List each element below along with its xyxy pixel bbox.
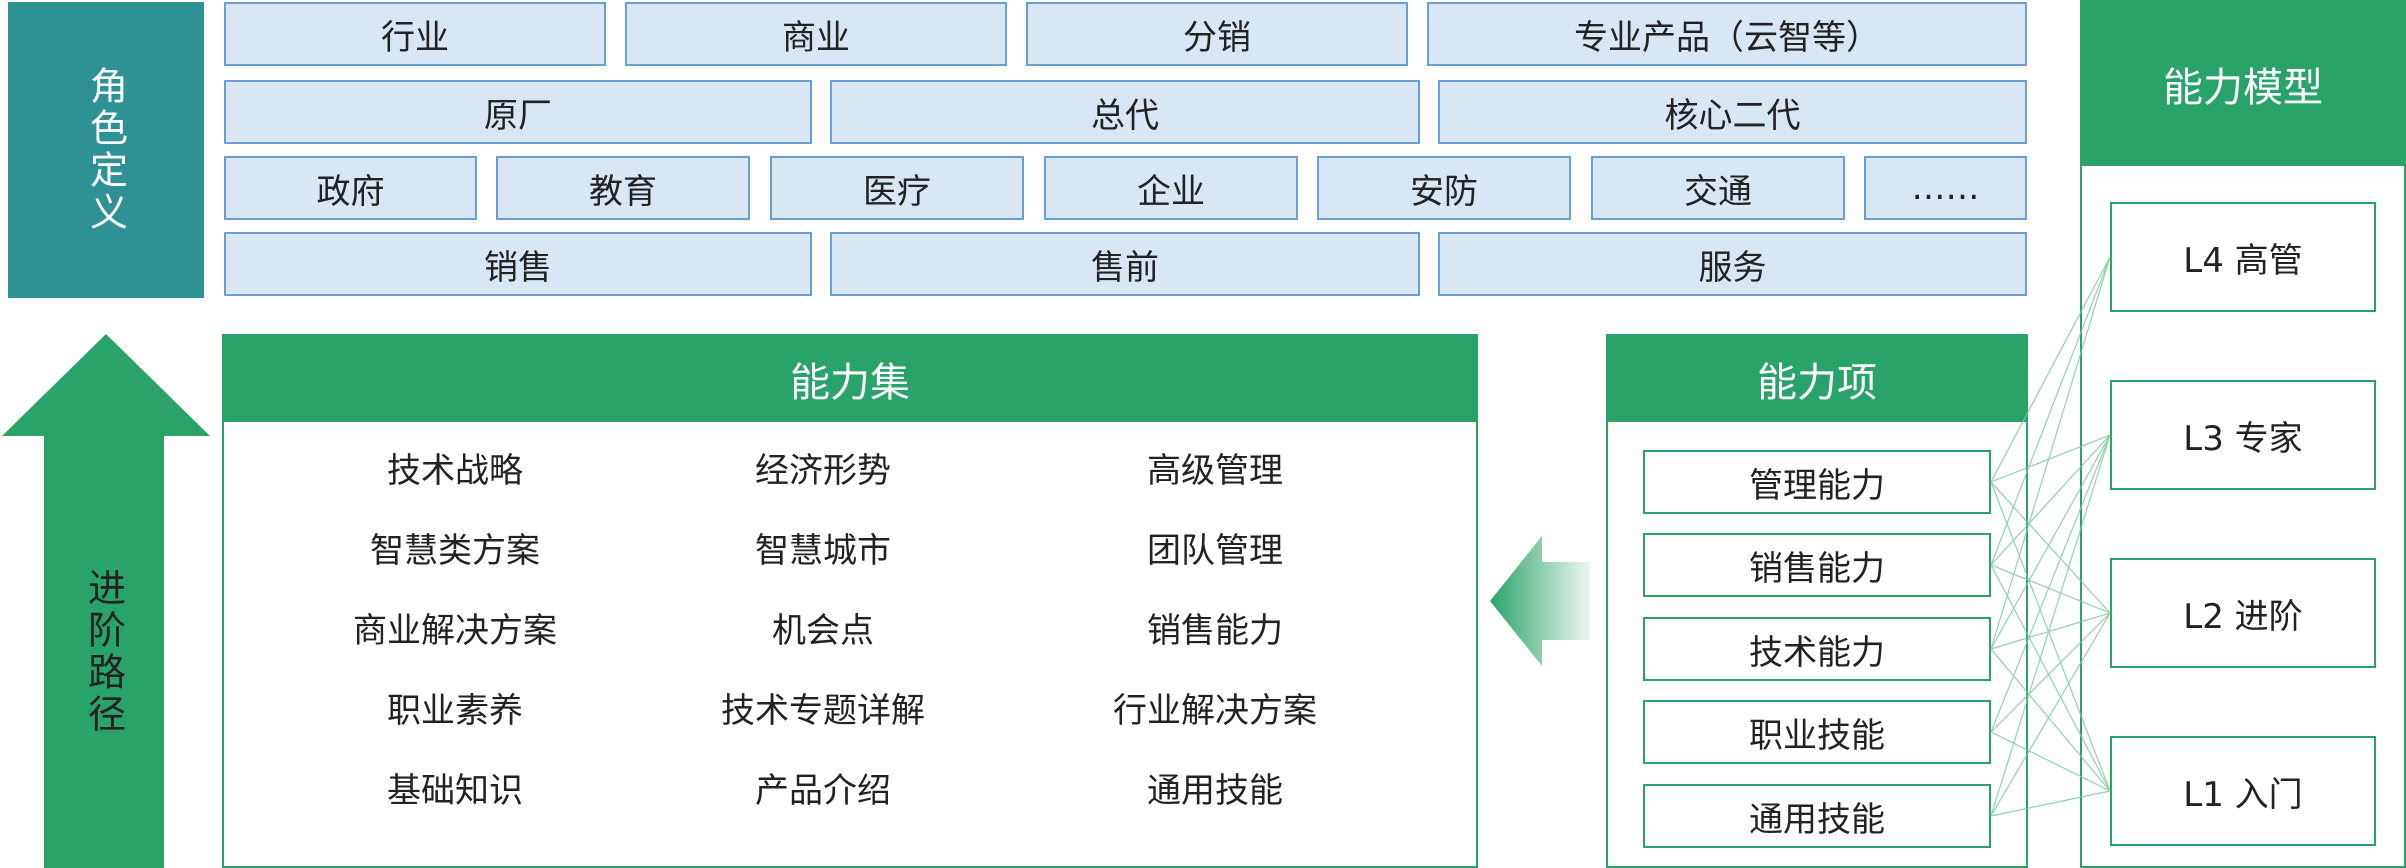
capability-items-title: 能力项 bbox=[1608, 336, 2026, 422]
capability-entry: 基础知识 bbox=[387, 770, 523, 811]
capability-item: 管理能力 bbox=[1643, 450, 1991, 514]
level-box: L3 专家 bbox=[2110, 380, 2376, 490]
role-cell: 核心二代 bbox=[1438, 80, 2027, 144]
role-cell: 医疗 bbox=[770, 156, 1024, 220]
capability-entry: 行业解决方案 bbox=[1113, 690, 1317, 731]
capability-entry: 商业解决方案 bbox=[353, 610, 557, 651]
level-box: L2 进阶 bbox=[2110, 558, 2376, 668]
role-cell: 分销 bbox=[1026, 2, 1408, 66]
role-cell: 政府 bbox=[224, 156, 477, 220]
flow-left-arrow bbox=[1490, 536, 1590, 666]
role-cell: 商业 bbox=[625, 2, 1007, 66]
role-definition-label: 角色定义 bbox=[83, 66, 128, 234]
capability-entry: 智慧城市 bbox=[755, 530, 891, 571]
capability-entry: 产品介绍 bbox=[755, 770, 891, 811]
capability-item: 销售能力 bbox=[1643, 533, 1991, 597]
role-definition-label-block: 角色定义 bbox=[8, 2, 204, 298]
capability-entry: 技术战略 bbox=[387, 450, 523, 491]
level-box: L4 高管 bbox=[2110, 202, 2376, 312]
role-cell: 交通 bbox=[1591, 156, 1845, 220]
role-cell: 安防 bbox=[1317, 156, 1571, 220]
capability-entry: 智慧类方案 bbox=[370, 530, 540, 571]
role-cell: 企业 bbox=[1044, 156, 1298, 220]
capability-entry: 经济形势 bbox=[755, 450, 891, 491]
role-cell: 销售 bbox=[224, 232, 812, 296]
level-box: L1 入门 bbox=[2110, 736, 2376, 846]
capability-entry: 高级管理 bbox=[1147, 450, 1283, 491]
role-cell: 服务 bbox=[1438, 232, 2027, 296]
capability-entry: 通用技能 bbox=[1147, 770, 1283, 811]
capability-set-title: 能力集 bbox=[224, 336, 1476, 422]
role-cell: 行业 bbox=[224, 2, 606, 66]
capability-model-title: 能力模型 bbox=[2082, 2, 2404, 166]
capability-entry: 机会点 bbox=[772, 610, 874, 651]
capability-entry: 团队管理 bbox=[1147, 530, 1283, 571]
capability-item: 通用技能 bbox=[1643, 784, 1991, 848]
capability-items-panel: 能力项 bbox=[1606, 334, 2028, 868]
role-cell: 原厂 bbox=[224, 80, 812, 144]
role-cell: 专业产品（云智等） bbox=[1427, 2, 2027, 66]
advancement-path-label: 进阶路径 bbox=[81, 568, 126, 736]
role-cell: …… bbox=[1864, 156, 2027, 220]
advancement-up-arrow: 进阶路径 bbox=[2, 334, 210, 868]
capability-entry: 销售能力 bbox=[1147, 610, 1283, 651]
capability-set-panel: 能力集 bbox=[222, 334, 1478, 868]
role-cell: 总代 bbox=[830, 80, 1420, 144]
capability-set-grid: 技术战略 智慧类方案 商业解决方案 职业素养 基础知识 经济形势 智慧城市 机会… bbox=[222, 420, 1478, 868]
role-cell: 教育 bbox=[496, 156, 750, 220]
capability-entry: 技术专题详解 bbox=[721, 690, 925, 731]
capability-entry: 职业素养 bbox=[387, 690, 523, 731]
capability-item: 技术能力 bbox=[1643, 617, 1991, 681]
role-cell: 售前 bbox=[830, 232, 1420, 296]
capability-item: 职业技能 bbox=[1643, 700, 1991, 764]
